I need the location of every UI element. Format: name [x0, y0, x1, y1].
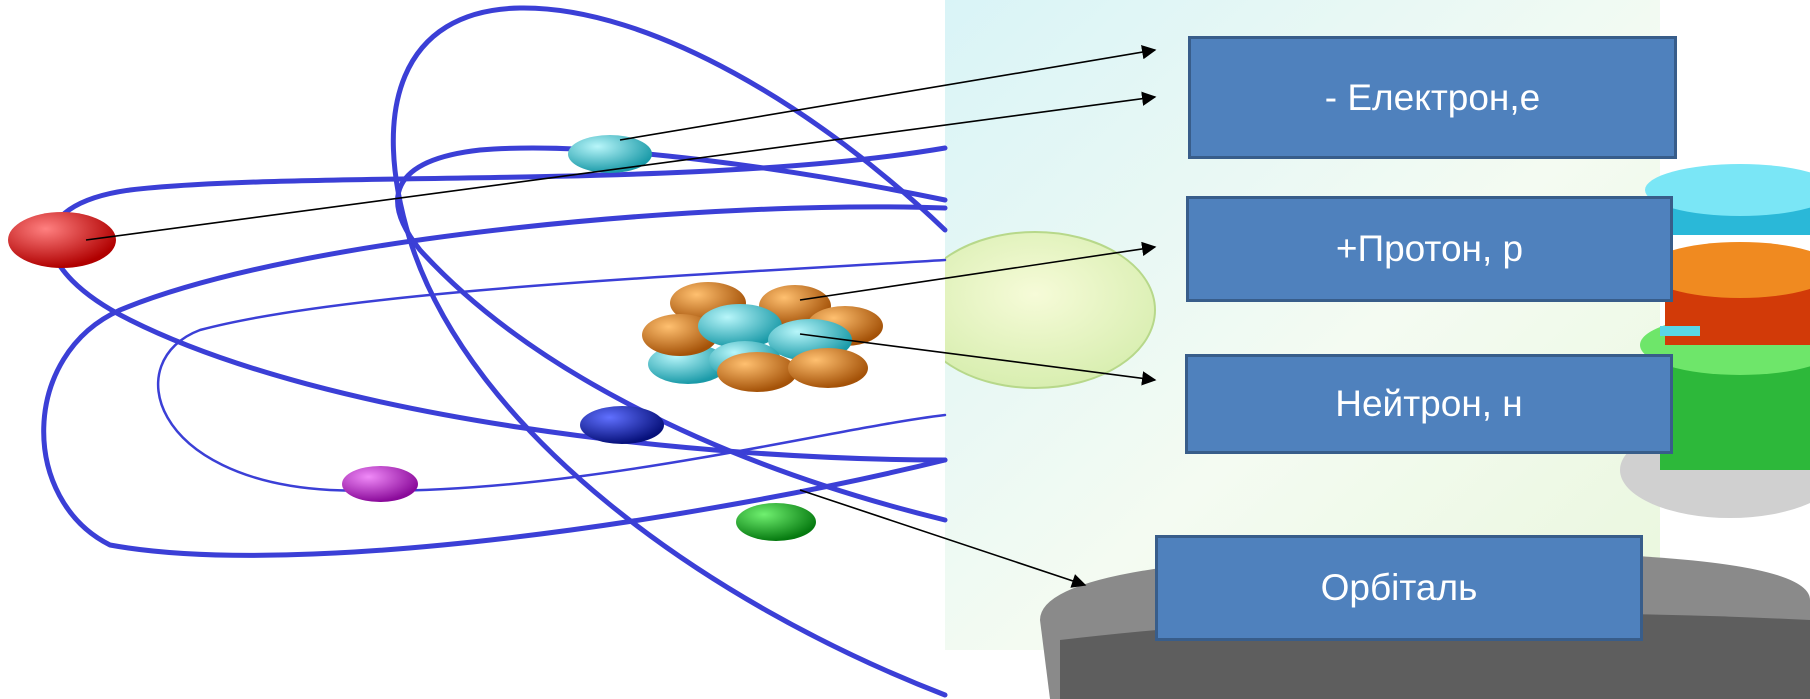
electron-green [736, 503, 816, 541]
arrow-proton [799, 241, 1157, 301]
neutron-label: Нейтрон, н [1335, 383, 1523, 424]
arrow-group [85, 45, 1157, 588]
nucleon-proton [788, 348, 868, 388]
arrow-electron-cyan [619, 45, 1157, 141]
electron-label-box[interactable]: - Електрон,е [1188, 36, 1677, 159]
proton-label-box[interactable]: +Протон, p [1186, 196, 1673, 302]
orbit-vertical-inner [395, 145, 948, 523]
orbit-vertical [390, 5, 948, 698]
orbit-tilted [41, 204, 948, 558]
neutron-label-box[interactable]: Нейтрон, н [1185, 354, 1673, 454]
nucleon-neutron [698, 304, 782, 348]
nucleus [642, 282, 883, 392]
arrow-electron-red [85, 91, 1157, 241]
electron-red [8, 212, 116, 268]
electron-cyan [568, 135, 652, 173]
orbital-label: Орбіталь [1320, 567, 1478, 608]
electron-label: - Електрон,е [1324, 76, 1541, 118]
nucleon-proton [717, 352, 797, 392]
orbital-label-box[interactable]: Орбіталь [1155, 535, 1643, 641]
orbit-thin [156, 258, 947, 493]
arrow-neutron [799, 333, 1157, 386]
proton-label: +Протон, p [1335, 228, 1524, 269]
arrow-orbital [799, 489, 1087, 588]
electron-blue [580, 406, 664, 444]
electron-magenta [342, 466, 418, 502]
